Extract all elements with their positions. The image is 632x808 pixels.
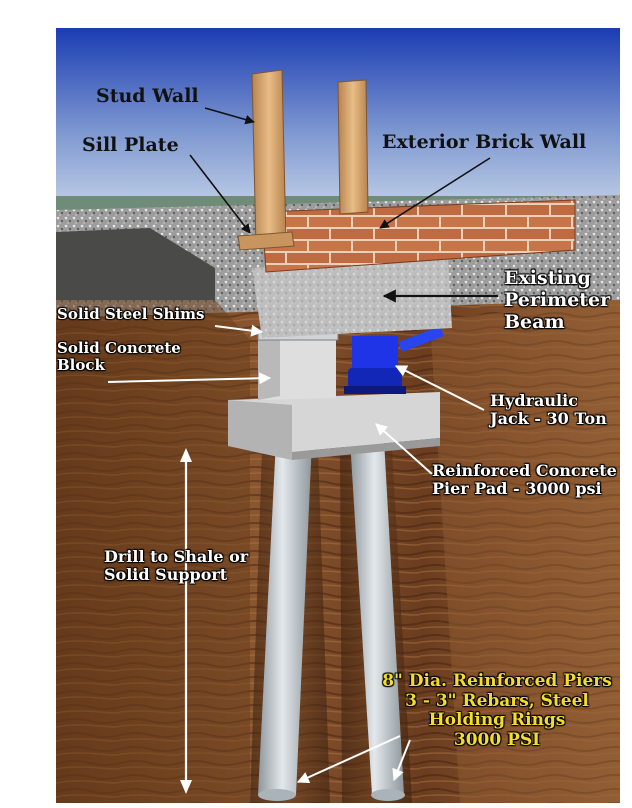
concrete-pier-right <box>350 440 404 795</box>
arrow-hydraulic-jack <box>394 365 485 411</box>
excavation-wall-right <box>430 300 620 803</box>
stud-left <box>251 69 287 247</box>
drill-to-shale-label: Drill to Shale or Solid Support <box>104 547 249 585</box>
hydraulic-jack-label: Hydraulic Jack - 30 Ton <box>490 391 607 429</box>
arrow-steel-shims <box>214 324 264 337</box>
pier-left-base <box>258 789 296 801</box>
arrow-brick-wall <box>379 157 491 229</box>
existing-perimeter-beam-label: Existing Perimeter Beam <box>504 267 611 333</box>
pier-pad-side <box>228 400 292 460</box>
excavation-wall-left <box>56 300 250 803</box>
stud-wall-label: Stud Wall <box>96 85 199 107</box>
arrow-stud-wall <box>204 107 255 125</box>
pier-right-base <box>371 789 405 801</box>
drill-depth-arrowhead-top <box>180 448 192 462</box>
trench-lip <box>56 228 215 300</box>
perimeter-beam-texture <box>252 258 452 338</box>
arrow-pier-right <box>392 739 411 782</box>
concrete-block-side <box>258 336 280 400</box>
pier-pad-edge <box>292 438 440 460</box>
piers-spec-label: 8" Dia. Reinforced Piers 3 - 3" Rebars, … <box>382 671 612 750</box>
concrete-pier-left <box>258 440 312 795</box>
stud-right <box>337 79 369 215</box>
sill-plate <box>237 231 295 251</box>
drill-depth-arrowhead-bottom <box>180 780 192 794</box>
arrow-sill-plate <box>189 154 251 234</box>
pier-pad-label: Reinforced Concrete Pier Pad - 3000 psi <box>432 461 617 499</box>
arrow-concrete-block <box>107 372 272 385</box>
sky <box>56 28 620 218</box>
solid-steel-shims-label: Solid Steel Shims <box>57 305 205 323</box>
arrow-pier-left <box>296 735 401 784</box>
exterior-brick-wall-label: Exterior Brick Wall <box>382 131 587 153</box>
sill-plate-label: Sill Plate <box>82 134 179 156</box>
solid-concrete-block-label: Solid Concrete Block <box>57 339 181 375</box>
brick-wall <box>261 199 576 273</box>
hydraulic-jack <box>344 326 444 394</box>
arrow-pier-pad <box>375 423 433 475</box>
